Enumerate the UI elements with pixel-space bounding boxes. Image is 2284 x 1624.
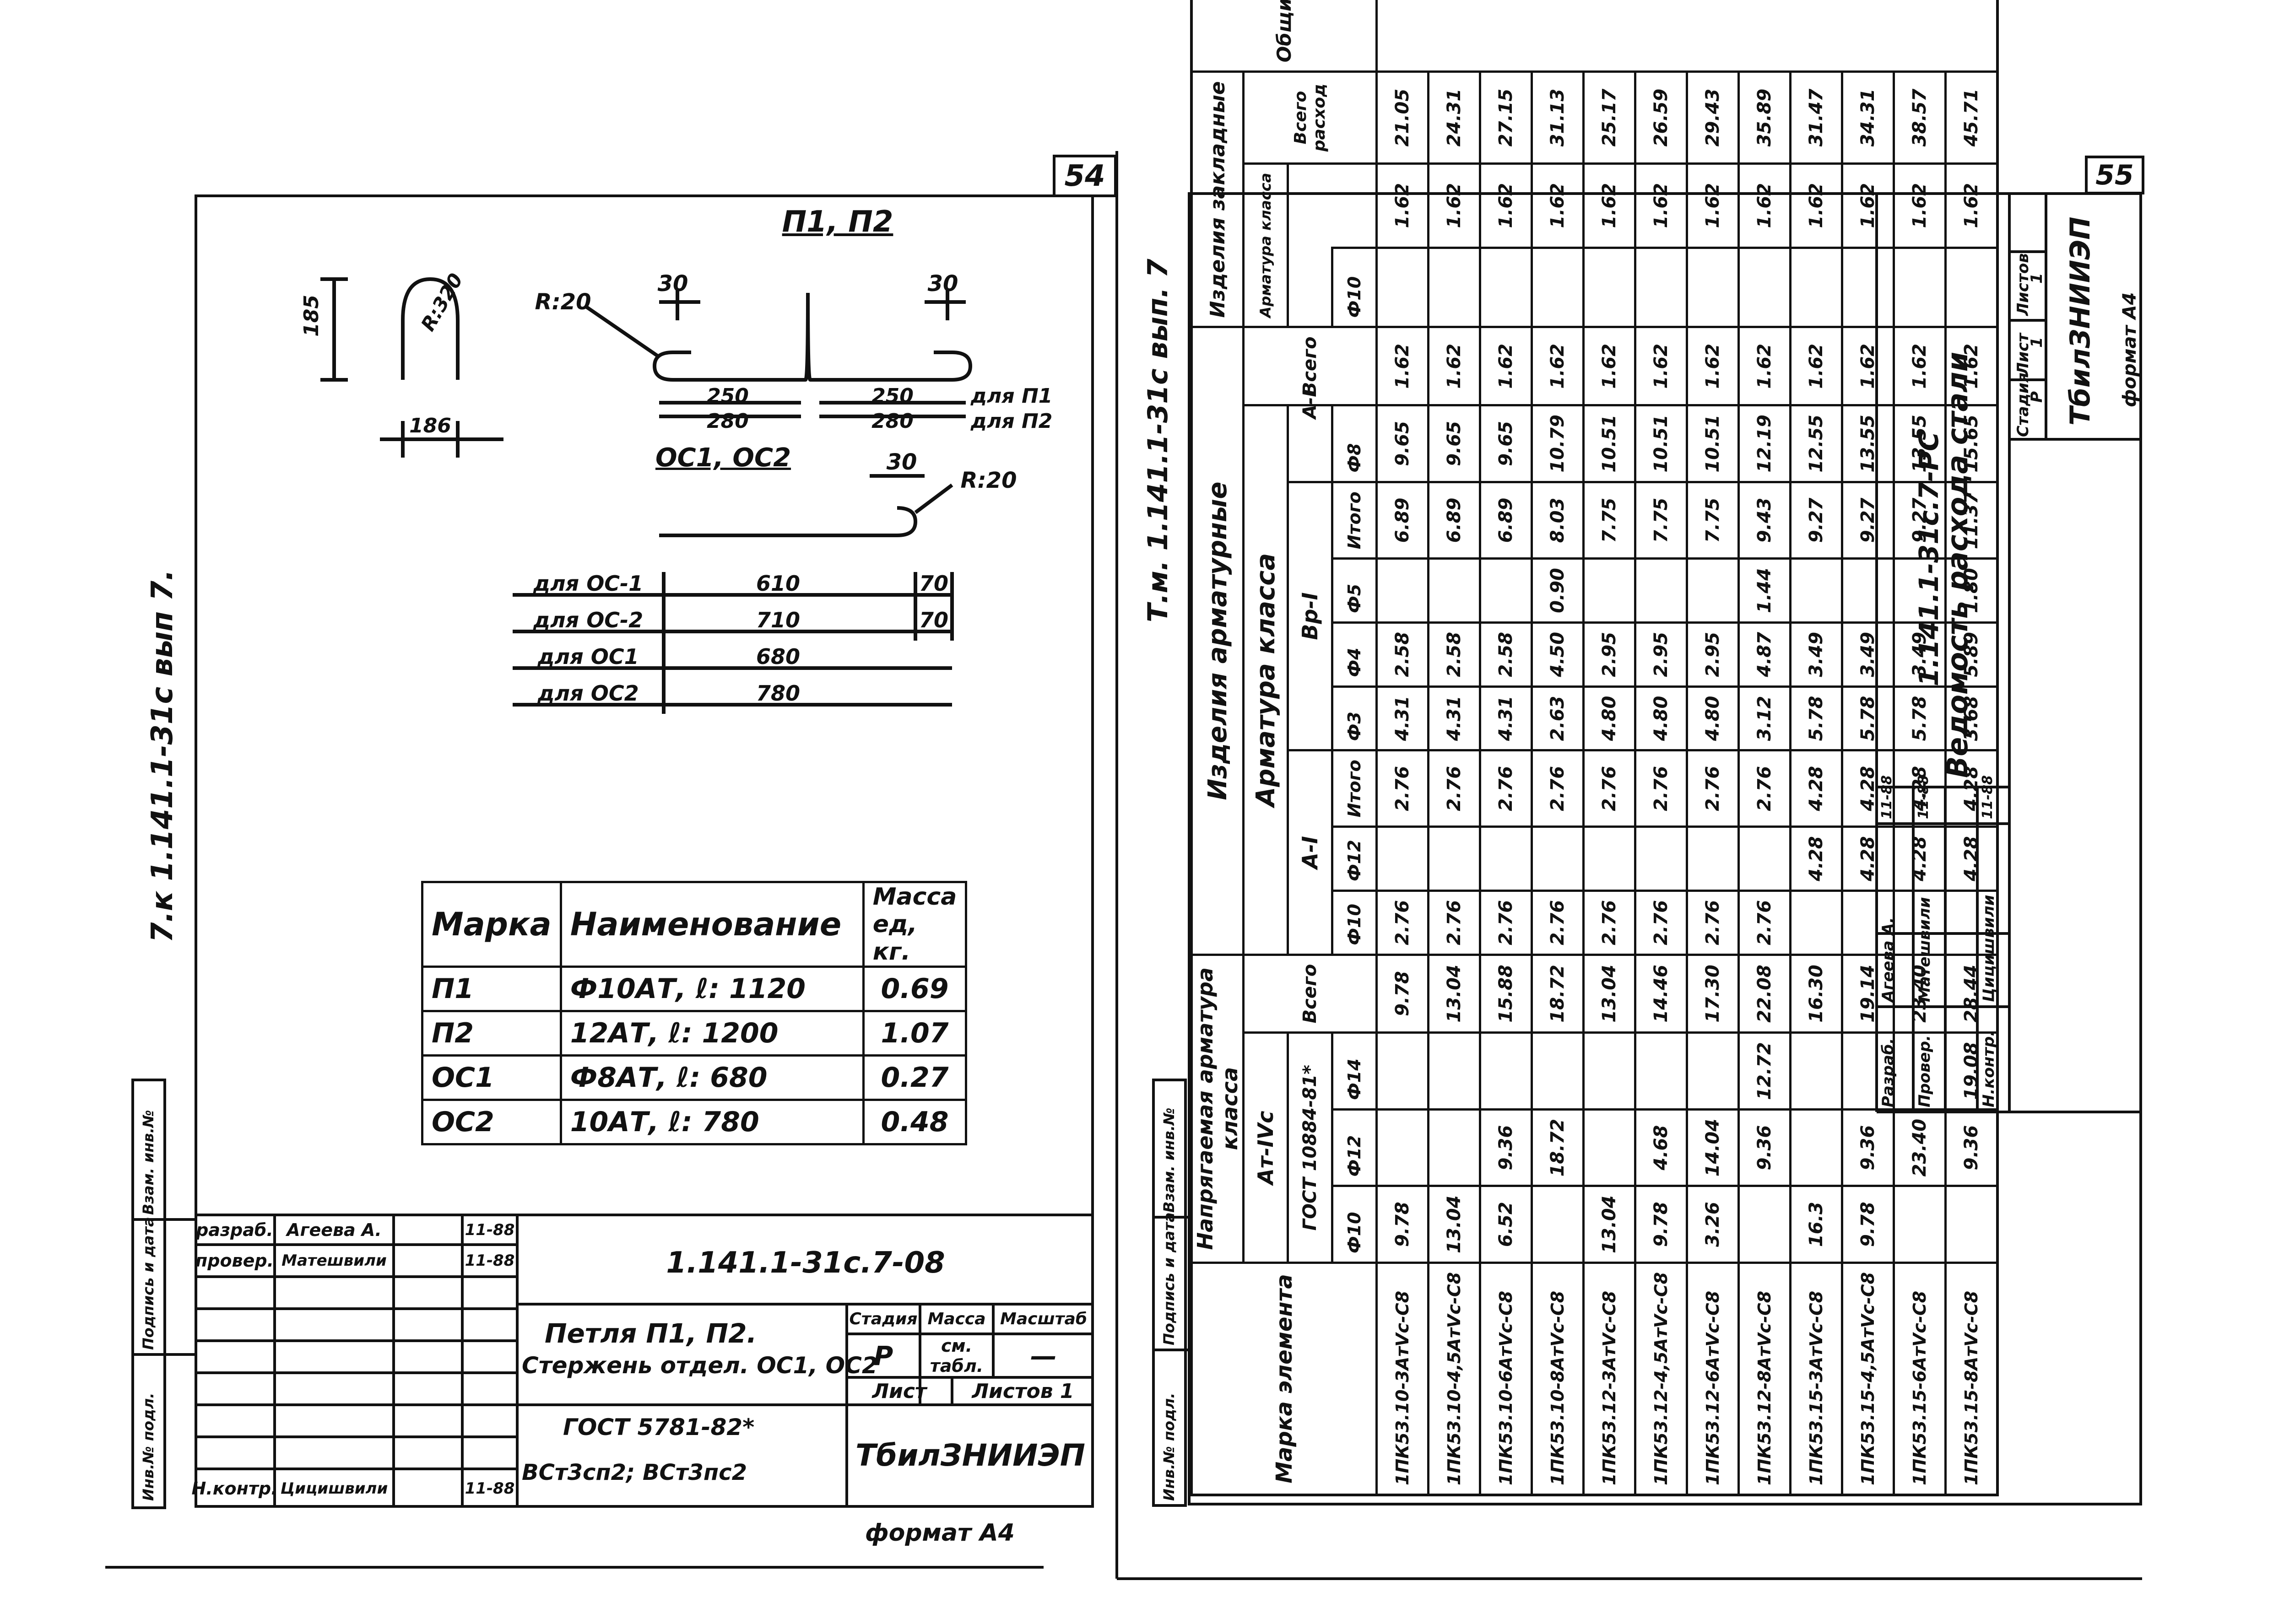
left-stamp-scale-header: Масштаб bbox=[1000, 1310, 1087, 1328]
length-value: 680 bbox=[756, 644, 801, 669]
left-stamp-stage: Р bbox=[873, 1340, 893, 1371]
left-stamp-title-line2: Стержень отдел. ОС1, ОС2 bbox=[522, 1352, 878, 1379]
spec-header-name: Наименование bbox=[559, 881, 865, 968]
left-sheet-number: 54 bbox=[1064, 159, 1105, 193]
dim-30-a: 30 bbox=[657, 271, 688, 297]
stamp-role: разраб. bbox=[196, 1219, 273, 1240]
stamp-name: Цицишвили bbox=[280, 1479, 388, 1498]
stamp-date: 11-88 bbox=[465, 1220, 515, 1239]
right-side-stamp-sign: Подпись и дата bbox=[1160, 1212, 1178, 1345]
length-label: для ОС-2 bbox=[533, 608, 644, 632]
left-stamp-mass: см. табл. bbox=[930, 1335, 984, 1376]
right-stamp-title: Ведомость расхода стали bbox=[1941, 351, 1974, 778]
spec-header-mass: Масса ед, кг. bbox=[862, 881, 968, 968]
dim-for-p2: для П2 bbox=[970, 409, 1053, 433]
left-stamp-mass-header: Масса bbox=[927, 1310, 986, 1328]
right-side-stamp-replace: Взам. инв.№ bbox=[1160, 1107, 1178, 1213]
right-sheets-header: Листов bbox=[2014, 253, 2032, 316]
rod-oc-shape bbox=[659, 506, 918, 537]
dim-30-c: 30 bbox=[886, 449, 917, 475]
right-sheet: 1 bbox=[2028, 337, 2046, 348]
dim-250-a: 250 bbox=[707, 384, 749, 408]
table-row: П2 12АТ, ℓ: 1200 1.07 bbox=[421, 1010, 968, 1057]
subtitle-oc: ОС1, ОС2 bbox=[655, 442, 791, 473]
right-sheet-frame bbox=[1188, 192, 2142, 1505]
left-stamp-org: ТбилЗНИИЭП bbox=[855, 1437, 1085, 1473]
left-format: формат А4 bbox=[865, 1519, 1015, 1547]
length-end: 70 bbox=[919, 571, 948, 596]
length-label: для ОС1 bbox=[537, 644, 639, 669]
dim-for-p1: для П1 bbox=[970, 384, 1053, 408]
stamp-name: Матешвили bbox=[281, 1252, 387, 1270]
length-label: для ОС-1 bbox=[533, 571, 644, 596]
left-stamp-sheet-header: Лист bbox=[872, 1379, 927, 1403]
stamp-role: Провер. bbox=[1916, 1035, 1934, 1107]
left-stamp-stage-header: Стадия bbox=[849, 1310, 918, 1328]
spec-table: Марка Наименование Масса ед, кг. П1 Ф10А… bbox=[421, 881, 968, 1145]
left-stamp-steel: ВСт3сп2; ВСт3пс2 bbox=[522, 1460, 747, 1485]
stamp-date: 11-88 bbox=[1879, 775, 1895, 819]
length-end: 70 bbox=[919, 608, 948, 632]
right-stamp-org: ТбилЗНИИЭП bbox=[2064, 216, 2096, 426]
right-stage: Р bbox=[2028, 391, 2046, 403]
right-side-stamp-inv: Инв.№ подл. bbox=[1160, 1392, 1178, 1501]
stamp-date: 11-88 bbox=[465, 1479, 515, 1498]
stamp-date: 11-88 bbox=[1980, 775, 1996, 819]
length-value: 610 bbox=[756, 571, 801, 596]
table-row: ОС1 Ф8АТ, ℓ: 680 0.27 bbox=[421, 1054, 968, 1101]
dim-r20-b: R:20 bbox=[960, 468, 1017, 493]
dim-280-b: 280 bbox=[871, 409, 914, 433]
dim-250-b: 250 bbox=[871, 384, 914, 408]
dim-186: 186 bbox=[409, 414, 451, 437]
drawing-title: П1, П2 bbox=[782, 205, 893, 239]
stamp-name: Агеева А. bbox=[1879, 917, 1897, 1002]
stamp-role: провер. bbox=[195, 1251, 274, 1271]
right-sheet-number: 55 bbox=[2095, 159, 2134, 191]
stamp-role: Н.контр. bbox=[191, 1478, 278, 1499]
left-stamp-sheets-header: Листов 1 bbox=[972, 1379, 1074, 1403]
hairpin-shape bbox=[401, 277, 460, 380]
right-format: формат А4 bbox=[2119, 292, 2140, 407]
table-row: ОС2 10АТ, ℓ: 780 0.48 bbox=[421, 1099, 968, 1145]
left-stamp-gost: ГОСТ 5781-82* bbox=[563, 1414, 755, 1441]
stamp-role: Разраб. bbox=[1879, 1038, 1897, 1107]
stamp-role: Н.контр. bbox=[1980, 1030, 1998, 1107]
left-stamp-scale: — bbox=[1030, 1340, 1057, 1371]
length-value: 710 bbox=[756, 608, 801, 632]
stamp-date: 11-88 bbox=[465, 1252, 515, 1270]
length-value: 780 bbox=[756, 681, 801, 706]
stamp-date: 11-88 bbox=[1916, 775, 1932, 819]
left-stamp-title-line1: Петля П1, П2. bbox=[545, 1318, 757, 1349]
left-sheet-frame bbox=[195, 194, 1094, 1508]
stamp-name: Матешвили bbox=[1916, 897, 1934, 1002]
right-stage-header: Стадия bbox=[2014, 372, 2032, 437]
stamp-name: Агеева А. bbox=[287, 1219, 382, 1240]
spec-header-mark: Марка bbox=[421, 881, 562, 968]
table-row: П1 Ф10АТ, ℓ: 1120 0.69 bbox=[421, 966, 968, 1012]
length-label: для ОС2 bbox=[537, 681, 639, 706]
dim-280-a: 280 bbox=[707, 409, 749, 433]
stamp-name: Цицишвили bbox=[1980, 895, 1998, 1002]
right-stamp-code: 1.141.1-31с.7-РС bbox=[1913, 432, 1944, 686]
dim-30-b: 30 bbox=[927, 271, 958, 297]
right-sheets: 1 bbox=[2028, 273, 2046, 284]
dim-r20-a: R:20 bbox=[535, 289, 591, 315]
spec-table-header: Марка Наименование Масса ед, кг. bbox=[421, 881, 968, 968]
left-stamp-code: 1.141.1-31с.7-08 bbox=[666, 1246, 945, 1280]
